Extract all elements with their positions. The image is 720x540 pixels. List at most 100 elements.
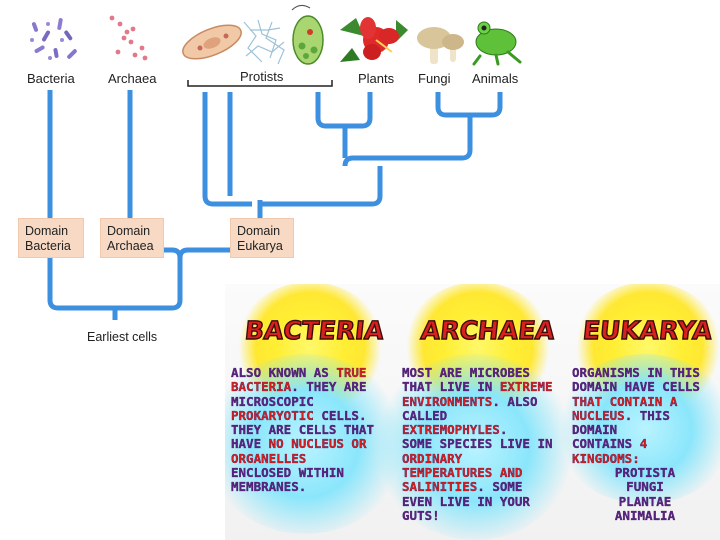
card-text-line: Protista bbox=[572, 465, 718, 481]
body-text: contains bbox=[572, 436, 640, 452]
root-label: Earliest cells bbox=[87, 330, 158, 344]
card-text-line: ordinary bbox=[402, 450, 567, 466]
text-glow-eukarya bbox=[555, 354, 720, 504]
domain-box-line1: Domain bbox=[237, 224, 281, 238]
card-text-line: have no nucleus or bbox=[231, 436, 391, 452]
card-text-line: Some species live in bbox=[402, 436, 567, 452]
card-text-line: Also known as true bbox=[231, 365, 391, 380]
card-text-line: called bbox=[402, 407, 567, 423]
card-text-line: domain have cells bbox=[572, 379, 718, 395]
highlighted-text: extreme bbox=[499, 379, 553, 395]
domain-box-line1: Domain bbox=[107, 224, 151, 238]
card-text-line: that contain a bbox=[572, 393, 718, 409]
body-text: . Some bbox=[477, 479, 523, 495]
highlighted-text: nucleus bbox=[572, 407, 625, 423]
card-text-line: nucleus. This domain bbox=[572, 407, 718, 438]
highlighted-text: true bbox=[336, 365, 367, 380]
group-label-archaea: Archaea bbox=[108, 71, 157, 86]
group-label-plants: Plants bbox=[358, 71, 395, 86]
group-label-animals: Animals bbox=[472, 71, 519, 86]
body-text: Plantae bbox=[618, 493, 672, 509]
body-text: Animalia bbox=[614, 507, 676, 523]
domain-box-line1: Domain bbox=[25, 224, 69, 238]
card-text-archaea: Most are microbesthat live in extremeenv… bbox=[402, 365, 567, 523]
body-text: have bbox=[231, 436, 269, 452]
card-text-line: They are cells that bbox=[231, 422, 391, 437]
card-text-line: temperatures and bbox=[402, 465, 567, 481]
body-text: even live in your bbox=[402, 493, 530, 509]
card-text-line: organelles bbox=[231, 450, 391, 466]
card-title-eukarya: Eukarya bbox=[581, 315, 714, 345]
highlighted-text: no nucleus or bbox=[268, 436, 367, 452]
card-text-line: microscopic bbox=[231, 393, 391, 409]
card-text-line: even live in your bbox=[402, 493, 567, 509]
domain-box-eukarya: Domain Eukarya bbox=[230, 218, 294, 258]
frog-icon bbox=[472, 21, 522, 66]
highlighted-text: organelles bbox=[231, 450, 307, 466]
highlighted-text: extremophyles bbox=[402, 422, 500, 438]
hibiscus-plant-icon bbox=[340, 17, 408, 62]
body-text: Protista bbox=[614, 465, 676, 481]
domain-description-panel: Bacteria Archaea Eukarya Also known as t… bbox=[225, 284, 720, 540]
body-text: . Also bbox=[492, 393, 538, 409]
card-title-archaea: Archaea bbox=[419, 315, 557, 345]
highlighted-text: that contain a bbox=[572, 393, 678, 409]
body-text: called bbox=[402, 407, 448, 423]
text-glow-archaea bbox=[375, 354, 575, 540]
highlighted-text: salinities bbox=[402, 479, 478, 495]
body-text: microscopic bbox=[231, 393, 314, 409]
body-text: . They are bbox=[291, 379, 367, 395]
highlighted-text: 4 kingdoms: bbox=[572, 436, 648, 466]
body-text: . This domain bbox=[572, 407, 670, 438]
body-text: Fungi bbox=[626, 479, 664, 495]
body-text: enclosed within bbox=[231, 465, 344, 481]
domain-box-line2: Archaea bbox=[107, 239, 154, 253]
card-text-line: enclosed within bbox=[231, 465, 391, 481]
plants-branch bbox=[315, 92, 373, 158]
card-text-line: Animalia bbox=[572, 507, 718, 523]
plant-fungi-animal-branch bbox=[342, 115, 473, 167]
domain-box-line2: Eukarya bbox=[237, 239, 283, 253]
card-text-line: extremophyles. bbox=[402, 422, 567, 438]
card-title-bacteria: Bacteria bbox=[243, 315, 386, 345]
card-text-line: environments. Also bbox=[402, 393, 567, 409]
domain-box-line2: Bacteria bbox=[25, 239, 71, 253]
card-text-line: Organisms in this bbox=[572, 365, 718, 380]
paramecium-icon bbox=[182, 24, 242, 60]
card-text-line: Most are microbes bbox=[402, 365, 567, 380]
card-text-eukarya: Organisms in thisdomain have cellsthat c… bbox=[572, 365, 718, 523]
body-text: Some species live in bbox=[402, 436, 553, 452]
body-text: membranes. bbox=[231, 479, 307, 495]
group-label-bacteria: Bacteria bbox=[27, 71, 75, 86]
card-text-line: that live in extreme bbox=[402, 379, 567, 395]
highlighted-text: temperatures and bbox=[402, 465, 523, 481]
fungi-animals-branch bbox=[435, 92, 503, 118]
euglena-icon bbox=[291, 4, 324, 65]
bacteria-branch bbox=[47, 90, 183, 311]
card-text-line: Fungi bbox=[572, 479, 718, 495]
domain-box-archaea: Domain Archaea bbox=[100, 218, 164, 258]
mushroom-icon bbox=[417, 27, 464, 64]
card-text-line: salinities. Some bbox=[402, 479, 567, 495]
highlighted-text: environments bbox=[402, 393, 493, 409]
card-text-line: bacteria. They are bbox=[231, 379, 391, 395]
body-text: . bbox=[499, 422, 508, 438]
group-label-protists: Protists bbox=[240, 69, 284, 84]
card-text-line: contains 4 kingdoms: bbox=[572, 437, 718, 466]
highlighted-text: prokaryotic bbox=[231, 407, 314, 423]
algae-icon bbox=[243, 19, 285, 65]
body-text: that live in bbox=[402, 379, 500, 395]
card-text-bacteria: Also known as truebacteria. They aremicr… bbox=[231, 365, 391, 495]
body-text: cells. bbox=[313, 407, 367, 423]
card-text-line: guts! bbox=[402, 508, 567, 523]
archaea-cells-icon bbox=[109, 15, 148, 61]
body-text: Organisms in this bbox=[572, 365, 700, 380]
body-text: Also known as bbox=[231, 365, 337, 380]
body-text: domain have cells bbox=[572, 379, 700, 395]
body-text: Most are microbes bbox=[402, 365, 530, 380]
highlighted-text: ordinary bbox=[402, 450, 463, 466]
highlighted-text: bacteria bbox=[231, 379, 292, 395]
card-text-line: membranes. bbox=[231, 479, 391, 495]
domain-box-bacteria: Domain Bacteria bbox=[18, 218, 84, 258]
